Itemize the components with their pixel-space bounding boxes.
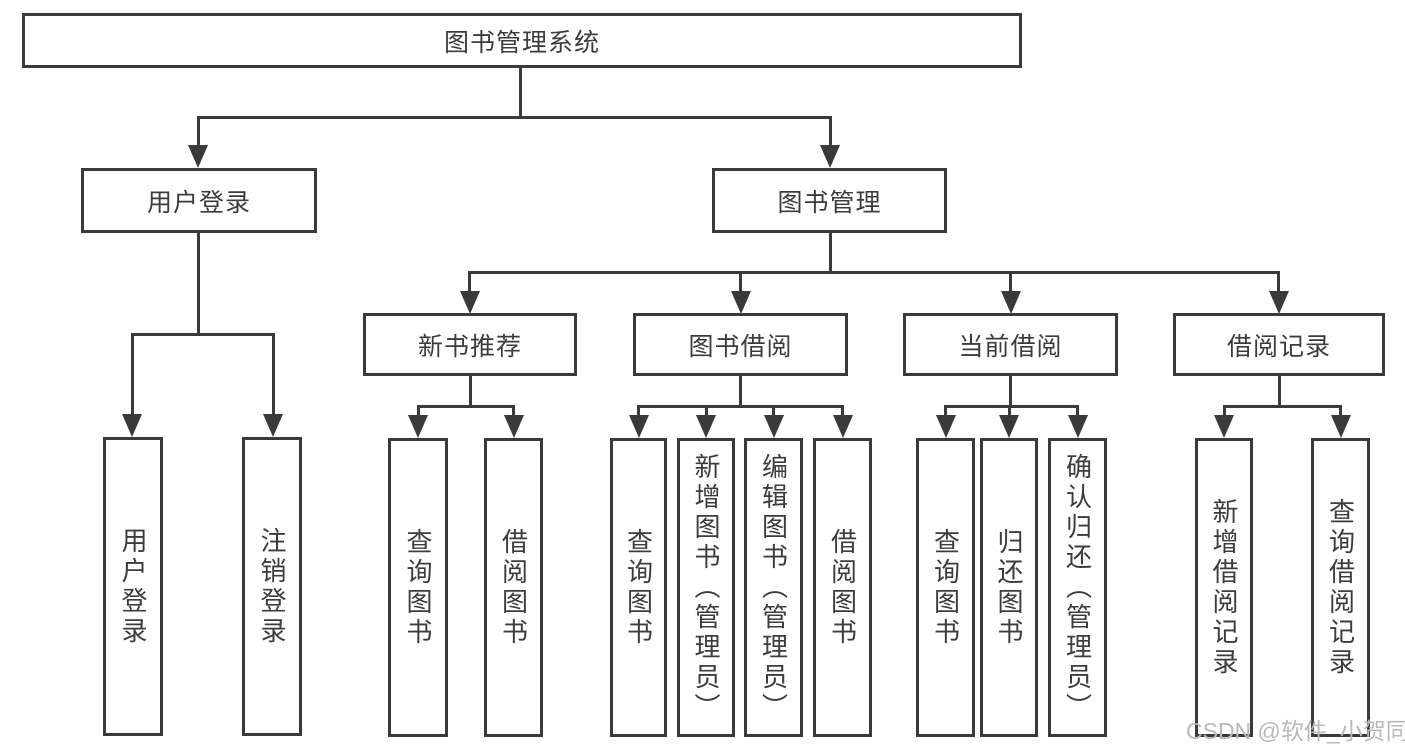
arrow-down-icon (999, 415, 1019, 438)
leaf-query-books-recommend: 查询图书 (388, 438, 448, 737)
connector-records-bar (1223, 405, 1342, 408)
leaf-add-book-admin: 新增图书（管理员） (677, 438, 735, 737)
leaf-confirm-return-admin: 确认归还（管理员） (1048, 438, 1107, 737)
node-borrow-records: 借阅记录 (1173, 313, 1385, 376)
leaf-query-borrow-record-label: 查询借阅记录 (1325, 497, 1356, 678)
leaf-logout: 注销登录 (242, 437, 302, 736)
watermark: CSDN @软件_小贺同学 (1186, 718, 1405, 744)
leaf-add-borrow-record-label: 新增借阅记录 (1209, 497, 1239, 678)
arrow-down-icon (460, 291, 480, 314)
connector-leaf-drop (944, 405, 947, 416)
connector-leaf-drop (417, 405, 420, 416)
leaf-edit-book-admin-label: 编辑图书（管理员） (758, 452, 789, 723)
leaf-query-books-current-label: 查询图书 (930, 527, 961, 648)
node-current-borrow: 当前借阅 (903, 313, 1118, 376)
connector-user-login-stem (197, 233, 200, 336)
connector-leaf-drop (705, 405, 708, 416)
leaf-confirm-return-admin-label: 确认归还（管理员） (1062, 452, 1093, 723)
connector-current-stem (1009, 376, 1012, 407)
connector-leaf-drop (512, 405, 515, 416)
node-user-login-label: 用户登录 (146, 188, 251, 217)
connector-root-bar (197, 116, 832, 119)
node-book-management: 图书管理 (712, 168, 947, 233)
leaf-query-books-borrow-label: 查询图书 (623, 527, 654, 648)
leaf-query-books-current: 查询图书 (916, 438, 975, 737)
leaf-query-books-recommend-label: 查询图书 (403, 527, 433, 648)
arrow-down-icon (1001, 291, 1021, 314)
arrow-down-icon (122, 414, 142, 437)
connector-leaf-drop (1223, 405, 1226, 416)
connector-recommend-stem (469, 376, 472, 407)
arrow-down-icon (731, 291, 751, 314)
node-book-management-label: 图书管理 (777, 188, 882, 217)
arrow-down-icon (696, 415, 716, 438)
connector-book-mgmt-stem (829, 233, 832, 273)
connector-leaf-drop (772, 405, 775, 416)
leaf-logout-label: 注销登录 (257, 526, 287, 647)
leaf-return-book-label: 归还图书 (994, 527, 1024, 648)
connector-level3-drop (739, 271, 742, 292)
connector-level3-drop (468, 271, 471, 292)
connector-borrow-stem (739, 376, 742, 407)
arrow-down-icon (1068, 415, 1088, 438)
leaf-return-book: 归还图书 (980, 438, 1038, 737)
connector-book-mgmt-drop (829, 116, 832, 146)
leaf-borrow-books-borrow-label: 借阅图书 (827, 527, 858, 648)
connector-user-login-bar (131, 333, 275, 336)
arrow-down-icon (629, 415, 649, 438)
connector-leaf-drop (1008, 405, 1011, 416)
node-new-book-recommend: 新书推荐 (363, 313, 577, 376)
connector-leaf-drop (1339, 405, 1342, 416)
arrow-down-icon (408, 415, 428, 438)
arrow-down-icon (504, 415, 524, 438)
arrow-down-icon (188, 145, 208, 168)
node-user-login: 用户登录 (81, 168, 317, 233)
arrow-down-icon (833, 415, 853, 438)
node-book-borrow: 图书借阅 (633, 313, 848, 376)
connector-current-bar (944, 405, 1079, 408)
leaf-user-login-label: 用户登录 (118, 526, 148, 647)
arrow-down-icon (263, 414, 283, 437)
connector-level3-drop (1009, 271, 1012, 292)
leaf-user-login: 用户登录 (103, 437, 163, 736)
leaf-add-borrow-record: 新增借阅记录 (1195, 438, 1253, 737)
arrow-down-icon (1214, 415, 1234, 438)
node-borrow-records-label: 借阅记录 (1226, 332, 1331, 361)
connector-recommend-bar (417, 405, 515, 408)
leaf-query-books-borrow: 查询图书 (610, 438, 667, 737)
connector-leaf-drop (1076, 405, 1079, 416)
leaf-borrow-books-borrow: 借阅图书 (813, 438, 872, 737)
leaf-query-borrow-record: 查询借阅记录 (1311, 438, 1370, 737)
arrow-down-icon (1331, 415, 1351, 438)
arrow-down-icon (820, 145, 840, 168)
node-root-label: 图书管理系统 (443, 28, 600, 57)
leaf-edit-book-admin: 编辑图书（管理员） (744, 438, 803, 737)
node-new-book-recommend-label: 新书推荐 (417, 332, 522, 361)
leaf-borrow-books-recommend: 借阅图书 (484, 438, 543, 737)
node-current-borrow-label: 当前借阅 (958, 332, 1063, 361)
arrow-down-icon (1269, 291, 1289, 314)
connector-root-stem (519, 66, 522, 118)
arrow-down-icon (764, 415, 784, 438)
connector-leaf-drop (637, 405, 640, 416)
connector-level3-drop (1277, 271, 1280, 292)
connector-book-mgmt-bar (468, 271, 1280, 274)
connector-leaf-drop (272, 333, 275, 415)
node-book-borrow-label: 图书借阅 (688, 332, 793, 361)
connector-borrow-bar (637, 405, 844, 408)
leaf-add-book-admin-label: 新增图书（管理员） (691, 452, 721, 723)
connector-records-stem (1278, 376, 1281, 407)
arrow-down-icon (936, 415, 956, 438)
connector-user-login-drop (197, 116, 200, 146)
connector-leaf-drop (131, 333, 134, 415)
leaf-borrow-books-recommend-label: 借阅图书 (498, 527, 529, 648)
node-root: 图书管理系统 (22, 13, 1022, 68)
connector-leaf-drop (841, 405, 844, 416)
